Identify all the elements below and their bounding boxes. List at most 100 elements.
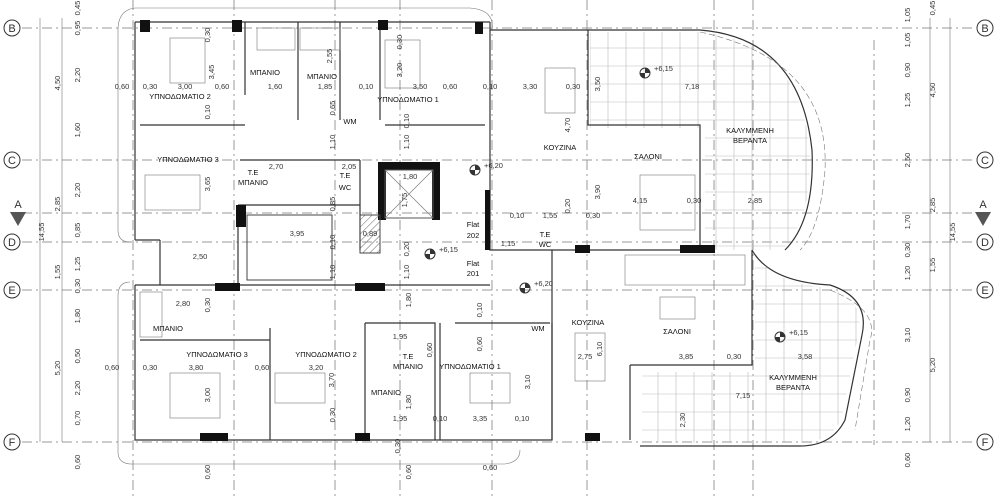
left-dimension: 1,55: [53, 265, 62, 280]
dimension-label: 0,60: [443, 82, 458, 91]
axis-marker-left-B: B: [3, 19, 21, 37]
left-dimension: 2,85: [53, 197, 62, 212]
room-label: ΚΑΛΥΜΜΕΝΗ: [769, 373, 817, 382]
dimension-label: 1,60: [268, 82, 283, 91]
room-label: ΜΠΑΝΙΟ: [393, 362, 423, 371]
flat-label: Flat: [467, 220, 480, 229]
room-label: Τ.Ε: [340, 171, 351, 180]
dimension-label: 3,20: [309, 363, 324, 372]
right-dimension: 0,45: [928, 1, 937, 16]
dimension-label: 0,60: [105, 363, 120, 372]
dimension-label-vertical: 0,30: [395, 35, 404, 50]
dimension-label: 0,10: [433, 414, 448, 423]
right-dimension: 14,55: [948, 223, 957, 242]
axis-marker-right-C: C: [976, 151, 994, 169]
left-dimension: 0,60: [73, 455, 82, 470]
dimension-label-vertical: 1,10: [328, 135, 337, 150]
level-label: +6,15: [654, 64, 673, 73]
axis-label: B: [981, 23, 988, 35]
dimension-label-vertical: 3,00: [203, 388, 212, 403]
room-label: WC: [339, 183, 352, 192]
dimension-label-vertical: 0,30: [393, 439, 402, 454]
level-marker: +6,15: [774, 328, 808, 343]
dimension-label: 3,50: [413, 82, 428, 91]
dimension-label: 3,30: [523, 82, 538, 91]
axis-marker-right-E: E: [976, 281, 994, 299]
dimension-label: 1,55: [543, 211, 558, 220]
dimension-label: 0,30: [727, 352, 742, 361]
room-label: ΜΠΑΝΙΟ: [153, 324, 183, 333]
dimension-label-vertical: 3,20: [395, 63, 404, 78]
axis-label: D: [981, 237, 989, 249]
dimension-label-vertical: 1,75: [400, 193, 409, 208]
section-label: A: [979, 199, 987, 211]
dimension-label-vertical: 1,10: [402, 135, 411, 150]
axis-label: F: [9, 437, 16, 449]
left-dimension: 1,80: [73, 309, 82, 324]
room-label: ΥΠΝΟΔΩΜΑΤΙΟ 1: [439, 362, 501, 371]
room-label: ΚΑΛΥΜΜΕΝΗ: [726, 126, 774, 135]
left-dimension: 0,85: [73, 223, 82, 238]
right-dimension: 0,60: [903, 453, 912, 468]
dimension-label-vertical: 0,30: [328, 408, 337, 423]
right-dimension: 1,20: [903, 417, 912, 432]
room-label: ΜΠΑΝΙΟ: [250, 68, 280, 77]
axis-label: B: [8, 23, 15, 35]
axis-label: C: [981, 155, 989, 167]
right-dimension: 1,25: [903, 93, 912, 108]
room-label: WC: [539, 240, 552, 249]
dimension-label-vertical: 0,60: [404, 465, 413, 480]
level-marker: +6,20: [519, 279, 553, 294]
room-label: ΜΠΑΝΙΟ: [371, 388, 401, 397]
dimension-label-vertical: 0,65: [328, 101, 337, 116]
room-label: WM: [343, 117, 356, 126]
left-dimension: 2,20: [73, 68, 82, 83]
room-label: WM: [531, 324, 544, 333]
left-dimension: 0,45: [73, 1, 82, 16]
dimension-label: 4,15: [633, 196, 648, 205]
grid-lines: [22, 0, 975, 500]
left-dimension: 0,70: [73, 411, 82, 426]
axis-marker-left-C: C: [3, 151, 21, 169]
dimension-label-vertical: 0,30: [203, 28, 212, 43]
dimension-label-vertical: 0,60: [475, 337, 484, 352]
dimension-label-vertical: 0,60: [203, 465, 212, 480]
section-marker-a: A: [975, 199, 991, 226]
dimension-label-vertical: 0,30: [203, 298, 212, 313]
right-dimension: 1,55: [928, 258, 937, 273]
dimension-label: 3,00: [178, 82, 193, 91]
dimension-label-vertical: 4,70: [563, 118, 572, 133]
dimension-label-vertical: 0,10: [475, 303, 484, 318]
dimension-label: 1,85: [318, 82, 333, 91]
room-label: ΥΠΝΟΔΩΜΑΤΙΟ 3: [157, 155, 219, 164]
dimension-label: 0,60: [255, 363, 270, 372]
left-dimension: 5,20: [53, 361, 62, 376]
dimension-label-vertical: 3,45: [207, 65, 216, 80]
dimension-label: 0,30: [143, 82, 158, 91]
left-dimension: 2,20: [73, 183, 82, 198]
room-label: ΣΑΛΟΝΙ: [663, 327, 691, 336]
level-label: +6,20: [534, 279, 553, 288]
dimension-label: 1,80: [403, 172, 418, 181]
flat-label: 202: [467, 231, 480, 240]
room-label: ΚΟΥΖΙΝΑ: [572, 318, 604, 327]
dimension-label-vertical: 1,80: [404, 395, 413, 410]
room-label: ΒΕΡΑΝΤΑ: [733, 136, 767, 145]
dimension-label: 0,10: [483, 82, 498, 91]
right-dimension: 5,20: [928, 358, 937, 373]
room-label: ΜΠΑΝΙΟ: [238, 178, 268, 187]
dimension-label: 0,60: [115, 82, 130, 91]
dimension-label-vertical: 0,20: [402, 242, 411, 257]
dimension-label: 1,95: [393, 414, 408, 423]
right-dimension: 2,85: [928, 198, 937, 213]
dimension-label: 0,10: [515, 414, 530, 423]
axis-label: C: [8, 155, 16, 167]
dimension-label: 0,30: [687, 196, 702, 205]
dimension-label-vertical: 0,10: [328, 235, 337, 250]
section-marker-a: A: [10, 199, 26, 226]
right-dimension: 0,90: [903, 388, 912, 403]
right-dimension: 1,05: [903, 33, 912, 48]
dimension-label: 3,95: [290, 229, 305, 238]
left-dimension: 4,50: [53, 76, 62, 91]
